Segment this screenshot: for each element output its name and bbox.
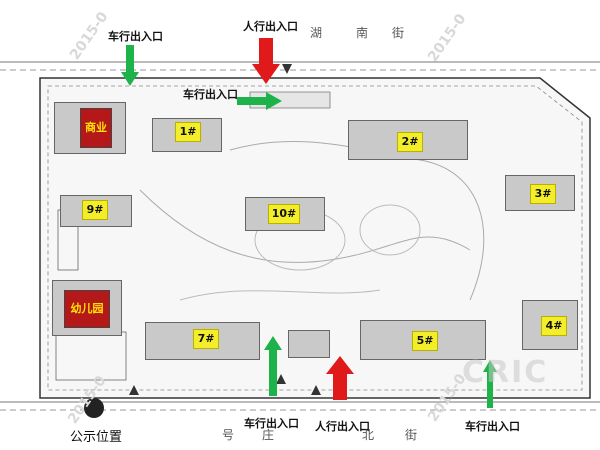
pedestrian-entrance-arrow-bottom <box>326 356 354 400</box>
road-top-char-3: 街 <box>392 26 405 40</box>
kindergarten-block: 幼儿园 <box>64 290 110 328</box>
connector-block <box>288 330 330 358</box>
vehicle-entrance-arrow-top-left <box>121 45 139 86</box>
building-2-tag: 2# <box>397 132 423 152</box>
building-7-tag: 7# <box>193 329 219 349</box>
vehicle-entrance-label-top-mid: 车行出入口 <box>183 88 238 101</box>
building-9-tag: 9# <box>82 200 108 220</box>
building-1-tag: 1# <box>175 122 201 142</box>
notice-marker <box>84 398 104 418</box>
building-10-tag: 10# <box>268 204 300 224</box>
pedestrian-entrance-label-bottom: 人行出入口 <box>315 420 370 433</box>
cric-logo: CRIC <box>462 355 549 390</box>
vehicle-entrance-arrow-bottom-right <box>483 360 497 408</box>
road-bottom-char-4: 街 <box>405 428 418 442</box>
road-bottom-char-1: 号 <box>222 428 235 442</box>
road-top-char-1: 湖 <box>310 26 323 40</box>
building-7-footprint <box>145 322 260 360</box>
road-top-char-2: 南 <box>356 26 369 40</box>
building-5-tag: 5# <box>412 331 438 351</box>
pedestrian-entrance-label-top: 人行出入口 <box>243 20 298 33</box>
building-4-tag: 4# <box>541 316 567 336</box>
road-bottom-char-3: 北 <box>362 428 375 442</box>
vehicle-entrance-label-bottom-right: 车行出入口 <box>465 420 520 433</box>
vehicle-entrance-arrow-bottom-left <box>264 336 282 396</box>
vehicle-entrance-arrow-top-mid <box>237 92 282 110</box>
notice-label: 公示位置 <box>70 430 123 445</box>
vehicle-entrance-label-top-left: 车行出入口 <box>108 30 163 43</box>
building-3-tag: 3# <box>530 184 556 204</box>
commercial-block: 商业 <box>80 108 112 148</box>
vehicle-entrance-label-bottom-left: 车行出入口 <box>244 417 299 430</box>
pedestrian-entrance-arrow-top <box>252 38 280 84</box>
road-bottom-char-2: 庄 <box>262 428 275 442</box>
